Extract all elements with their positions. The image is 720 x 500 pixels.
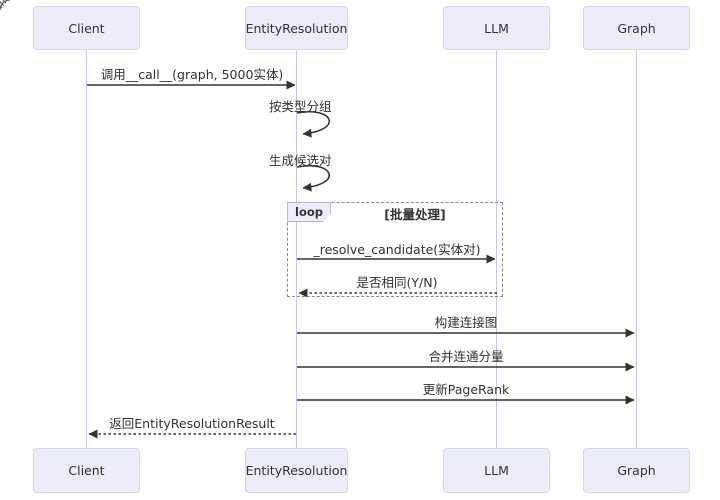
message-label-resolve-candidate: _resolve_candidate(实体对) [313,242,481,257]
message-label-generate-candidates: 生成候选对 [269,153,332,168]
participant-label: LLM [484,463,509,478]
self-loop-generate-candidates [296,165,330,192]
message-label-update-pagerank: 更新PageRank [422,382,510,397]
loop-label-text: loop [295,205,323,219]
participant-label: Client [68,20,105,36]
participant-label: LLM [484,20,509,36]
participant-client-bottom: Client [33,448,140,493]
participant-llm-bottom: LLM [443,448,550,493]
participant-label: Graph [617,463,656,478]
participant-label: Graph [617,20,656,36]
loop-fragment-frame [287,202,503,297]
participant-entityresolution-top: EntityResolution [245,6,348,50]
participant-graph-top: Graph [583,6,690,50]
message-label-return-result: 返回EntityResolutionResult [109,416,275,431]
participant-client-top: Client [33,6,140,50]
loop-condition-text: [批量处理] [384,207,446,222]
loop-fragment-label: loop [287,202,331,222]
participant-label: Client [68,463,105,478]
message-label-group-by-type: 按类型分组 [269,99,332,114]
participant-entityresolution-bottom: EntityResolution [245,448,348,493]
participant-label: EntityResolution [245,20,348,36]
corner-artifact-mark [0,0,11,11]
message-label-merge-components: 合并连通分量 [428,349,504,364]
message-label-same-yn: 是否相同(Y/N) [356,275,438,290]
message-label-build-connection-graph: 构建连接图 [434,315,498,330]
self-loop-group-by-type [296,111,330,138]
participant-label: EntityResolution [245,463,348,478]
message-label-call: 调用__call__(graph, 5000实体) [100,67,284,82]
participant-graph-bottom: Graph [583,448,690,493]
participant-llm-top: LLM [443,6,550,50]
